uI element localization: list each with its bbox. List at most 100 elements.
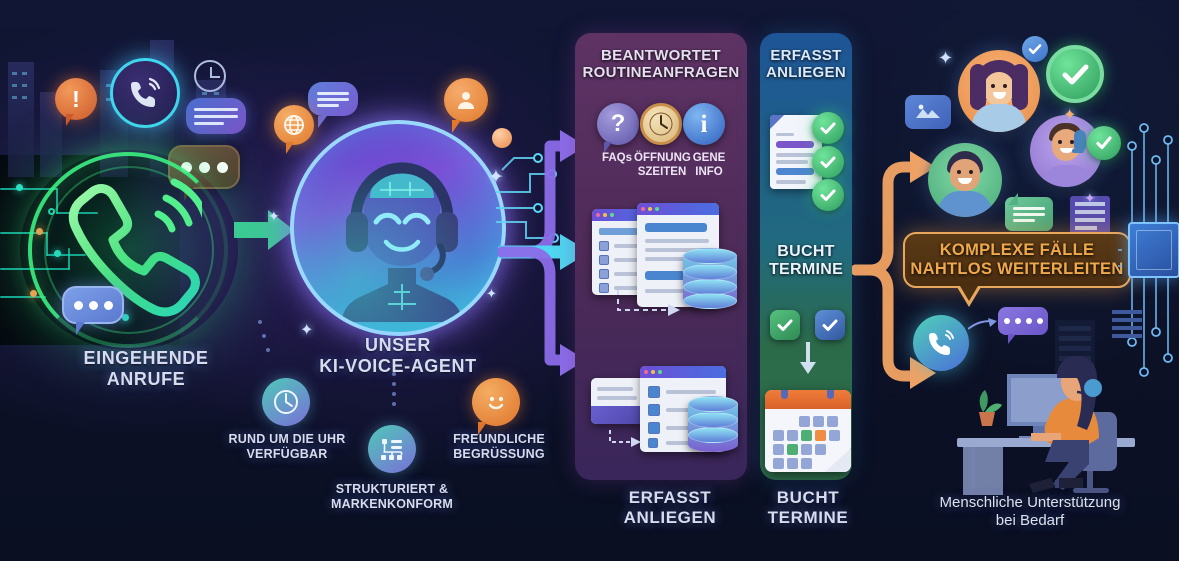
dots-bubble-icon [62,286,124,324]
smiley-bubble-icon [472,378,520,426]
dot [88,300,98,310]
routine-item-label-0: FAQs [601,152,633,164]
dotted-path [392,372,396,376]
dotted-path [392,382,396,386]
down-arrow-icon [800,342,816,374]
circuit-node [30,290,37,297]
handover-arrows [852,151,936,389]
sparkle-icon: ✦ [486,286,497,301]
check-icon [812,146,844,178]
sparkle-icon: ✦ [1063,107,1077,124]
clock-outline-icon [194,60,226,92]
skyline-building [8,62,34,177]
window-titlebar [637,203,719,215]
small-arrow-icon [968,318,997,330]
flowchart-icon [368,425,416,473]
agent-feature-label-1: STRUKTURIERT & MARKENKONFORM [330,482,454,511]
globe-icon-tail [286,142,294,154]
alert-icon: ! [55,78,97,120]
calendar-ring [827,390,834,399]
check-icon [815,310,845,340]
check-icon [770,310,800,340]
dot [1036,318,1043,324]
question-bubble-tail [604,142,612,153]
clock-icon [262,378,310,426]
handover-callout: KOMPLEXE FÄLLE NAHTLOS WEITERLEITEN [903,232,1131,288]
routine-item-label-2: GENE INFO [692,152,726,178]
agent-feature-label-0: RUND UM DIE UHR VERFÜGBAR [228,432,346,461]
chat-lines-icon [905,95,951,129]
agent-feature-label-2: FREUNDLICHE BEGRÜSSUNG [453,432,545,461]
circuit-board [1118,123,1173,377]
dot [198,161,210,173]
ai-robot-headset-icon[interactable] [290,120,506,336]
handover-callout-text: KOMPLEXE FÄLLE NAHTLOS WEITERLEITEN [910,240,1124,278]
user-bubble-icon [444,78,488,122]
dot [103,300,113,310]
stage-label-booking-bottom: BUCHT TERMINE [767,488,849,528]
sparkle-icon: ✦ [268,208,280,224]
avatar [1030,115,1102,187]
incoming-call-arc-inner [44,166,214,334]
dots-bubble-icon [998,307,1048,335]
sparkle-icon: ✦ [1084,190,1096,206]
check-icon [1087,126,1121,160]
circuit-node [16,184,23,191]
chat-lines-tail [1008,193,1018,205]
calendar-ring [781,390,788,399]
dot [1014,318,1021,324]
clock-icon [640,103,682,145]
dot [1003,318,1010,324]
avatar [958,50,1040,132]
skyline-building [40,92,62,177]
stage-label-capture-bottom: ERFASST ANLIEGEN [623,488,717,528]
calendar-page-curl [825,448,851,472]
phone-ring-icon [913,315,969,371]
panel-routine-title: BEANTWORTET ROUTINEANFRAGEN [582,47,740,82]
avatar [928,143,1002,217]
check-icon [1046,45,1104,103]
panel-capture-title: ERFASST ANLIEGEN [766,47,846,82]
sparkle-icon: ✦ [938,48,954,68]
dotted-path [266,348,270,352]
calendar-header [765,390,851,409]
smiley-bubble-tail [478,422,487,435]
panel-booking-title: BUCHT TERMINE [768,243,844,279]
chat-lines-tail [318,116,327,128]
routine-item-label-1: ÖFFNUNG SZEITEN [634,152,691,178]
globe-icon [274,105,314,145]
check-icon [812,179,844,211]
sparkle-icon: ✦ [488,167,504,188]
dotted-path [262,334,266,338]
database-icon [688,396,738,452]
check-icon [1022,36,1048,62]
dotted-path [392,402,396,406]
small-orange-dot-icon [492,128,512,148]
alert-icon-tail [66,114,74,126]
phone-ring-icon[interactable] [110,58,180,128]
stage-label-handover-bottom: Menschliche Unterstützung bei Bedarf [939,494,1121,529]
database-icon [683,248,737,309]
check-icon [812,112,844,144]
stage-label-incoming: EINGEHENDE ANRUFE [83,348,209,390]
dashed-flow-arrow [609,430,641,447]
user-bubble-tail [452,120,461,133]
dots-bubble-tail [76,322,85,335]
sparkle-icon: ✦ [300,322,314,339]
info-icon: i [683,103,725,145]
dotted-path [392,392,396,396]
circuit-trace [0,232,48,234]
support-agent-workstation [935,320,1150,495]
dots-bubble-tail [1008,334,1016,344]
dashed-flow-arrow [617,290,680,316]
dot [1025,318,1032,324]
dotted-path [258,320,262,324]
dot [180,161,192,173]
stage-label-agent: UNSER KI-VOICE-AGENT [319,335,477,377]
handover-callout-tail-inner [960,286,978,301]
data-block [1112,310,1142,344]
window-titlebar [640,366,726,378]
incoming-call-arc [28,152,228,348]
dot [216,161,228,173]
